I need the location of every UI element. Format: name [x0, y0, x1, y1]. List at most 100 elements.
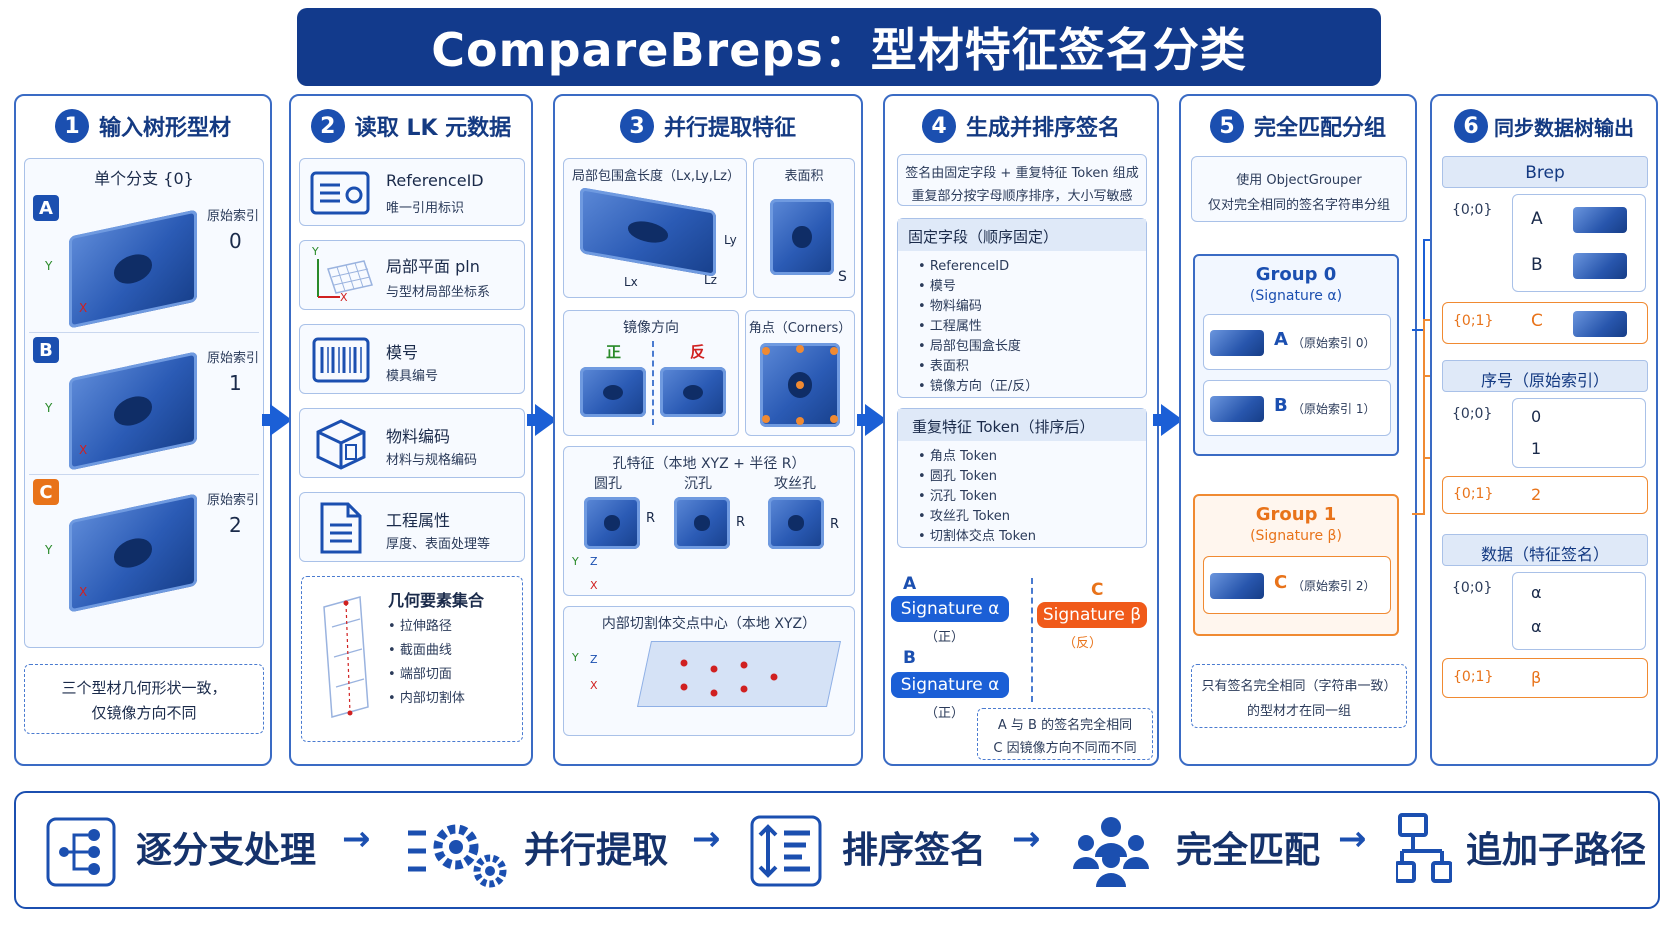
mirror-feature-box: 镜像方向 正 反 [563, 310, 739, 436]
bbox-lx-label: Lx [624, 275, 638, 289]
index-items-0: 0 1 [1512, 398, 1646, 468]
sig-b-letter: B [903, 648, 916, 668]
axis-z-label: Z [590, 555, 598, 568]
flow-arrow-icon [865, 404, 887, 436]
bbox-lz-label: Lz [704, 273, 717, 287]
profile-thumb [1210, 330, 1264, 356]
meta-sub: 材料与规格编码 [386, 453, 478, 468]
bbox-feature-box: 局部包围盒长度（Lx,Ly,Lz） Lx Ly Lz [563, 158, 747, 298]
hole-tapped-image [768, 497, 824, 549]
group-0-box: Group 0 (Signature α) A （原始索引 0） B （原始索引… [1193, 254, 1399, 456]
profile-item-a: A 原始索引 0 Y X [29, 193, 259, 333]
panel-header: 5 完全匹配分组 [1181, 106, 1415, 146]
data-section: 数据（特征签名） {0;0} α α {0;1} β [1442, 534, 1648, 704]
index-label: 原始索引 [207, 493, 260, 508]
panel-title: 并行提取特征 [663, 116, 796, 141]
tree-path: {0;1} [1453, 669, 1494, 685]
step-number: 5 [1209, 109, 1244, 143]
tag-c: C [33, 479, 59, 505]
list-item: 表面积 [918, 357, 1038, 377]
index-label: 原始索引 [207, 351, 260, 366]
barcode-icon [312, 337, 370, 383]
bbox-title: 局部包围盒长度（Lx,Ly,Lz） [572, 169, 741, 184]
group-1-sig: (Signature β) [1250, 528, 1342, 544]
index-header: 序号（原始索引） [1442, 360, 1648, 392]
profile-thumb [1573, 253, 1627, 279]
data-header: 数据（特征签名） [1442, 534, 1648, 566]
data-items-0: α α [1512, 572, 1646, 650]
fixed-title: 固定字段（顺序固定） [898, 219, 1146, 251]
signature-note-box: A 与 B 的签名完全相同 C 因镜像方向不同而不同 [977, 708, 1153, 760]
mirror-title: 镜像方向 [623, 320, 679, 336]
item-letter: B [1274, 395, 1288, 416]
step-number: 4 [921, 109, 956, 143]
axis-y-label: Y [312, 245, 319, 258]
process-flow-bar: 逐分支处理 → 并行提取 → 排序签名 → 完全匹配 → 追加子路径 [14, 791, 1660, 909]
brep-row-1: {0;1} C [1442, 302, 1648, 344]
index-section: 序号（原始索引） {0;0} 0 1 {0;1} 2 [1442, 360, 1648, 516]
panel-header: 4 生成并排序签名 [885, 106, 1157, 146]
step-number: 6 [1454, 109, 1488, 143]
panel-signature: 4 生成并排序签名 签名由固定字段 + 重复特征 Token 组成 重复部分按字… [883, 94, 1159, 766]
note-line-2: 仅镜像方向不同 [91, 704, 197, 722]
axis-z-label: Z [590, 653, 598, 666]
geometry-title: 几何要素集合 [388, 591, 485, 610]
hole-round-image [584, 497, 640, 549]
signature-desc-box: 签名由固定字段 + 重复特征 Token 组成 重复部分按字母顺序排序，大小写敏… [897, 154, 1147, 206]
area-s-label: S [838, 269, 847, 285]
list-item: 工程属性 [918, 317, 1038, 337]
index-value: 0 [229, 229, 242, 253]
id-card-icon [310, 171, 370, 215]
step-number: 2 [310, 109, 345, 143]
axis-y-label: Y [45, 543, 53, 557]
area-profile-image [770, 199, 834, 275]
desc-line-2: 重复部分按字母顺序排序，大小写敏感 [911, 189, 1133, 204]
group-people-icon [1073, 817, 1149, 887]
list-item: 圆孔 Token [918, 467, 1036, 487]
panel-input-tree: 1 输入树形型材 单个分支 {0} A 原始索引 0 Y X B 原始索引 1 … [14, 94, 272, 766]
list-item: 攻丝孔 Token [918, 507, 1036, 527]
repeat-title: 重复特征 Token（排序后） [898, 409, 1146, 441]
gears-icon [408, 824, 507, 888]
list-item: 角点 Token [918, 447, 1036, 467]
meta-sub: 唯一引用标识 [386, 201, 465, 216]
meta-item-engineering: 工程属性 厚度、表面处理等 [299, 492, 525, 562]
hole-type-tapped: 攻丝孔 [774, 476, 816, 492]
profile-a-image [69, 209, 197, 329]
axis-x-label: X [79, 301, 88, 315]
sig-a-dir: （正） [925, 630, 965, 645]
list-item: 镜像方向（正/反） [918, 377, 1038, 397]
tag-b: B [33, 337, 59, 363]
desc-line-2: 仅对完全相同的签名字符串分组 [1207, 198, 1390, 213]
group-1-title: Group 1 [1255, 504, 1337, 525]
panel-header: 1 输入树形型材 [16, 106, 270, 146]
list-item: 切割体交点 Token [918, 527, 1036, 547]
axis-x-label: X [340, 291, 348, 304]
hole-counterbore-image [674, 497, 730, 549]
panel-grouping: 5 完全匹配分组 使用 ObjectGrouper 仅对完全相同的签名字符串分组… [1179, 94, 1417, 766]
meta-title: 物料编码 [386, 427, 451, 446]
mirror-divider [652, 341, 654, 425]
list-item: 沉孔 Token [918, 487, 1036, 507]
flow-arrow-icon [1161, 404, 1183, 436]
panel-title: 输入树形型材 [98, 116, 231, 141]
flow-arrow-icon: → [692, 819, 721, 859]
hole-feature-box: 孔特征（本地 XYZ + 半径 R） 圆孔 沉孔 攻丝孔 R R R Y Z X [563, 446, 855, 596]
index-value: 2 [229, 513, 242, 537]
tree-path: {0;1} [1453, 486, 1494, 502]
hole-r-label: R [736, 515, 746, 530]
sig-a-pill: Signature α [891, 596, 1009, 622]
data-row-1: {0;1} β [1442, 658, 1648, 698]
axis-x-label: X [79, 585, 88, 599]
item-index: （原始索引 0） [1292, 336, 1376, 350]
list-item: 拉伸路径 [388, 615, 465, 639]
list-item: 物料编码 [918, 297, 1038, 317]
sort-list-icon [750, 815, 822, 887]
panel-lk-metadata: 2 读取 LK 元数据 ReferenceID 唯一引用标识 Y X 局部平面 … [289, 94, 533, 766]
group-1-box: Group 1 (Signature β) C （原始索引 2） [1193, 494, 1399, 636]
sig-value: β [1531, 668, 1542, 687]
hole-r-label: R [830, 517, 840, 532]
panel-feature-extract: 3 并行提取特征 局部包围盒长度（Lx,Ly,Lz） Lx Ly Lz 表面积 … [553, 94, 863, 766]
sig-c-pill: Signature β [1037, 602, 1147, 628]
hole-type-counterbore: 沉孔 [684, 476, 712, 492]
